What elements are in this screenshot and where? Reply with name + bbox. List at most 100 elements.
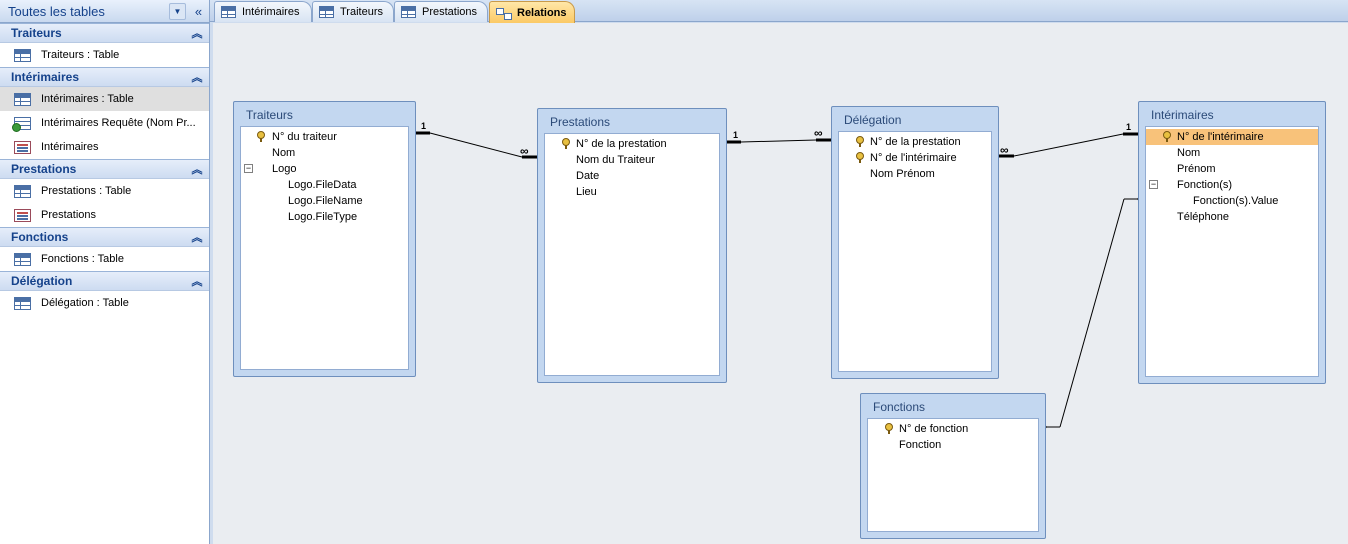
nav-item-prestations-table[interactable]: Prestations : Table — [0, 179, 209, 203]
field-row[interactable]: Logo.FileName — [241, 193, 408, 209]
nav-item-label: Traiteurs : Table — [41, 49, 120, 61]
tab-traiteurs[interactable]: Traiteurs — [312, 1, 394, 22]
field-row[interactable]: Lieu — [545, 184, 719, 200]
table-box-title[interactable]: Prestations — [550, 115, 611, 129]
field-row[interactable]: N° de la prestation — [839, 134, 991, 150]
nav-item-fonctions-table[interactable]: Fonctions : Table — [0, 247, 209, 271]
field-list[interactable]: N° de la prestation N° de l'intérimaire … — [838, 131, 992, 372]
field-name: Logo.FileType — [288, 211, 358, 223]
primary-key-icon — [856, 136, 864, 147]
nav-item-label: Prestations — [41, 209, 97, 221]
field-row[interactable]: Nom du Traiteur — [545, 152, 719, 168]
field-name: N° de l'intérimaire — [1177, 131, 1264, 143]
nav-group-fonctions[interactable]: Fonctions ︽ — [0, 227, 209, 247]
nav-group-delegation[interactable]: Délégation ︽ — [0, 271, 209, 291]
field-row[interactable]: N° du traiteur — [241, 129, 408, 145]
table-icon — [14, 184, 31, 198]
nav-pane-title[interactable]: Toutes les tables — [8, 3, 105, 19]
primary-key-icon — [257, 131, 265, 142]
nav-item-interimaires-query[interactable]: Intérimaires Requête (Nom Pr... — [0, 111, 209, 135]
nav-item-label: Intérimaires Requête (Nom Pr... — [41, 117, 196, 129]
field-row[interactable]: Logo.FileData — [241, 177, 408, 193]
field-name: Téléphone — [1177, 211, 1229, 223]
collapse-group-icon[interactable]: ︽ — [191, 276, 203, 288]
table-icon — [221, 6, 236, 18]
field-row[interactable]: − Logo — [241, 161, 408, 177]
collapse-icon[interactable]: − — [1149, 179, 1158, 189]
table-box-fonctions[interactable]: Fonctions N° de fonction Fonction — [860, 393, 1046, 539]
table-icon — [14, 296, 31, 310]
nav-pane-header[interactable]: Toutes les tables ▼ « — [0, 0, 209, 23]
field-row[interactable]: Date — [545, 168, 719, 184]
tab-label: Traiteurs — [340, 6, 383, 18]
nav-item-label: Fonctions : Table — [41, 253, 124, 265]
field-row-selected[interactable]: N° de l'intérimaire — [1146, 129, 1318, 145]
field-list[interactable]: N° de l'intérimaire Nom Prénom −Fonction… — [1145, 126, 1319, 377]
cardinality-one: 1 — [421, 121, 427, 131]
table-box-title[interactable]: Intérimaires — [1151, 108, 1214, 122]
nav-group-label: Traiteurs — [11, 26, 62, 40]
table-icon — [14, 252, 31, 266]
field-name: Date — [576, 170, 600, 182]
field-name: N° de l'intérimaire — [870, 152, 957, 164]
field-name: Fonction(s).Value — [1193, 195, 1279, 207]
tab-prestations[interactable]: Prestations — [394, 1, 488, 22]
table-icon — [319, 6, 334, 18]
field-row[interactable]: Nom — [1146, 145, 1318, 161]
table-box-traiteurs[interactable]: Traiteurs N° du traiteur Nom − Logo Logo.… — [233, 101, 416, 377]
field-row[interactable]: Fonction — [868, 437, 1038, 453]
field-row[interactable]: Fonction(s).Value — [1146, 193, 1318, 209]
collapse-group-icon[interactable]: ︽ — [191, 164, 203, 176]
chevron-down-icon[interactable]: ▼ — [169, 2, 186, 20]
field-row[interactable]: N° de fonction — [868, 421, 1038, 437]
field-list[interactable]: N° de la prestation Nom du Traiteur Date… — [544, 133, 720, 376]
nav-item-interimaires-table[interactable]: Intérimaires : Table — [0, 87, 209, 111]
field-list[interactable]: N° du traiteur Nom − Logo Logo.FileData L… — [240, 126, 409, 370]
table-box-delegation[interactable]: Délégation N° de la prestation N° de l'i… — [831, 106, 999, 379]
tab-interimaires[interactable]: Intérimaires — [214, 1, 312, 22]
field-row[interactable]: Téléphone — [1146, 209, 1318, 225]
field-name: Nom — [1177, 147, 1201, 159]
nav-group-interimaires[interactable]: Intérimaires ︽ — [0, 67, 209, 87]
table-box-prestations[interactable]: Prestations N° de la prestation Nom du T… — [537, 108, 727, 383]
field-name: N° de fonction — [899, 423, 969, 435]
cardinality-many: ∞ — [1000, 143, 1008, 157]
field-row[interactable]: Logo.FileType — [241, 209, 408, 225]
field-row[interactable]: −Fonction(s) — [1146, 177, 1318, 193]
nav-item-traiteurs-table[interactable]: Traiteurs : Table — [0, 43, 209, 67]
nav-group-label: Intérimaires — [11, 70, 80, 84]
tab-relations[interactable]: Relations — [489, 1, 575, 23]
field-name: Nom Prénom — [870, 168, 935, 180]
collapse-group-icon[interactable]: ︽ — [191, 28, 203, 40]
query-icon — [12, 116, 31, 132]
nav-item-label: Intérimaires — [41, 141, 99, 153]
collapse-icon[interactable]: − — [244, 163, 253, 173]
nav-item-label: Intérimaires : Table — [41, 93, 134, 105]
field-name: Prénom — [1177, 163, 1216, 175]
field-row[interactable]: N° de la prestation — [545, 136, 719, 152]
nav-item-delegation-table[interactable]: Délégation : Table — [0, 291, 209, 315]
nav-item-prestations-form[interactable]: Prestations — [0, 203, 209, 227]
table-box-interimaires[interactable]: Intérimaires N° de l'intérimaire Nom Pré… — [1138, 101, 1326, 384]
field-row[interactable]: N° de l'intérimaire — [839, 150, 991, 166]
table-box-title[interactable]: Fonctions — [873, 400, 926, 414]
field-name: Logo — [272, 163, 297, 175]
cardinality-one: 1 — [733, 130, 739, 140]
collapse-group-icon[interactable]: ︽ — [191, 232, 203, 244]
field-row[interactable]: Nom Prénom — [839, 166, 991, 182]
nav-group-label: Prestations — [11, 162, 77, 176]
field-name: Fonction — [899, 439, 942, 451]
field-row[interactable]: Prénom — [1146, 161, 1318, 177]
nav-group-traiteurs[interactable]: Traiteurs ︽ — [0, 23, 209, 43]
primary-key-icon — [856, 152, 864, 163]
nav-group-prestations[interactable]: Prestations ︽ — [0, 159, 209, 179]
collapse-pane-icon[interactable]: « — [194, 3, 203, 19]
table-box-title[interactable]: Traiteurs — [246, 108, 293, 122]
cardinality-many: ∞ — [814, 126, 822, 140]
collapse-group-icon[interactable]: ︽ — [191, 72, 203, 84]
nav-item-interimaires-form[interactable]: Intérimaires — [0, 135, 209, 159]
field-list[interactable]: N° de fonction Fonction — [867, 418, 1039, 532]
field-row[interactable]: Nom — [241, 145, 408, 161]
nav-item-label: Prestations : Table — [41, 185, 132, 197]
table-box-title[interactable]: Délégation — [844, 113, 902, 127]
